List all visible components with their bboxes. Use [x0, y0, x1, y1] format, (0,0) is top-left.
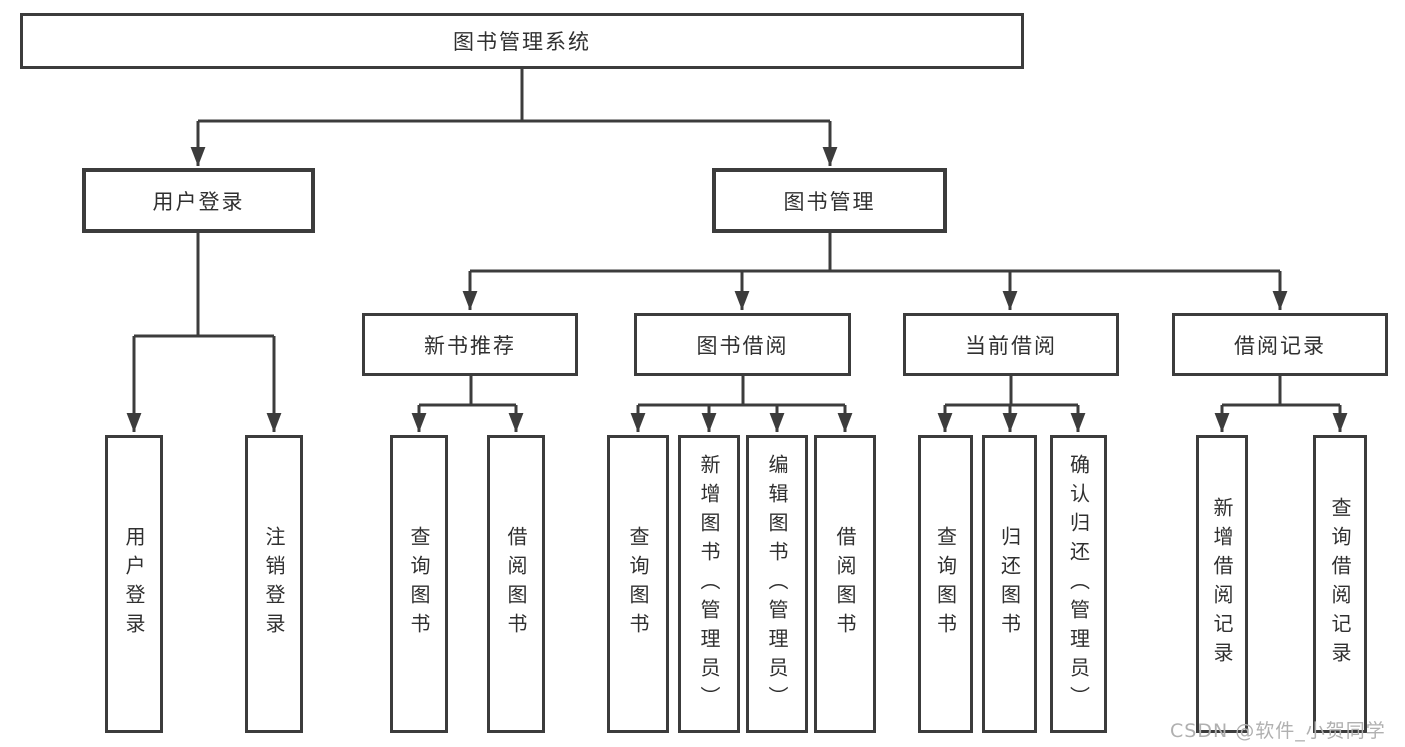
leaf-nb-query-book-label: 查询图书 [407, 526, 431, 642]
connector-borrow-records-trunk [1222, 376, 1340, 407]
leaf-bb-query-book: 查询图书 [607, 435, 669, 733]
node-book-borrow: 图书借阅 [634, 313, 851, 376]
csdn-watermark: CSDN @软件_小贺同学 [1170, 720, 1386, 742]
connector-new-book-trunk [419, 376, 516, 407]
node-book-mgmt-branch-label: 图书管理 [783, 189, 876, 214]
leaf-cb-return-book-label: 归还图书 [997, 526, 1022, 642]
node-borrow-records: 借阅记录 [1172, 313, 1388, 376]
node-new-book: 新书推荐 [362, 313, 578, 376]
leaf-bb-edit-book: 编辑图书（管理员） [746, 435, 808, 733]
node-library-system-label: 图书管理系统 [453, 30, 591, 54]
leaf-br-query-record: 查询借阅记录 [1313, 435, 1367, 733]
leaf-bb-add-book: 新增图书（管理员） [678, 435, 740, 733]
node-user-login-branch-label: 用户登录 [152, 189, 245, 214]
connector-current-borrow-trunk [945, 376, 1078, 407]
leaf-cb-query-book-label: 查询图书 [933, 526, 958, 642]
leaf-cb-query-book: 查询图书 [918, 435, 973, 733]
leaf-br-new-record-label: 新增借阅记录 [1210, 497, 1234, 671]
connector-book-borrow-trunk [638, 376, 845, 407]
leaf-br-new-record: 新增借阅记录 [1196, 435, 1248, 733]
leaf-nb-borrow-book-label: 借阅图书 [504, 526, 528, 642]
node-book-borrow-label: 图书借阅 [696, 333, 789, 358]
leaf-user-login: 用户登录 [105, 435, 163, 733]
leaf-bb-query-book-label: 查询图书 [626, 526, 650, 642]
node-new-book-label: 新书推荐 [424, 333, 516, 358]
leaf-nb-borrow-book: 借阅图书 [487, 435, 545, 733]
leaf-cb-confirm-return-label: 确认归还（管理员） [1066, 453, 1091, 715]
leaf-bb-borrow-book-label: 借阅图书 [833, 526, 857, 642]
leaf-br-query-record-label: 查询借阅记录 [1328, 497, 1352, 671]
leaf-bb-edit-book-label: 编辑图书（管理员） [765, 453, 789, 715]
node-current-borrow-label: 当前借阅 [965, 333, 1057, 358]
leaf-bb-borrow-book: 借阅图书 [814, 435, 876, 733]
connector-root-trunk [198, 69, 830, 123]
node-borrow-records-label: 借阅记录 [1234, 333, 1326, 358]
leaf-cb-confirm-return: 确认归还（管理员） [1050, 435, 1107, 733]
node-library-system: 图书管理系统 [20, 13, 1024, 69]
connector-book-mgmt-trunk [470, 233, 1280, 273]
leaf-logout: 注销登录 [245, 435, 303, 733]
leaf-nb-query-book: 查询图书 [390, 435, 448, 733]
connector-user-login-trunk [134, 233, 274, 338]
node-book-mgmt-branch: 图书管理 [712, 168, 947, 233]
leaf-cb-return-book: 归还图书 [982, 435, 1037, 733]
node-current-borrow: 当前借阅 [903, 313, 1119, 376]
leaf-bb-add-book-label: 新增图书（管理员） [697, 453, 721, 715]
node-user-login-branch: 用户登录 [82, 168, 315, 233]
leaf-user-login-label: 用户登录 [122, 526, 146, 642]
leaf-logout-label: 注销登录 [262, 526, 286, 642]
